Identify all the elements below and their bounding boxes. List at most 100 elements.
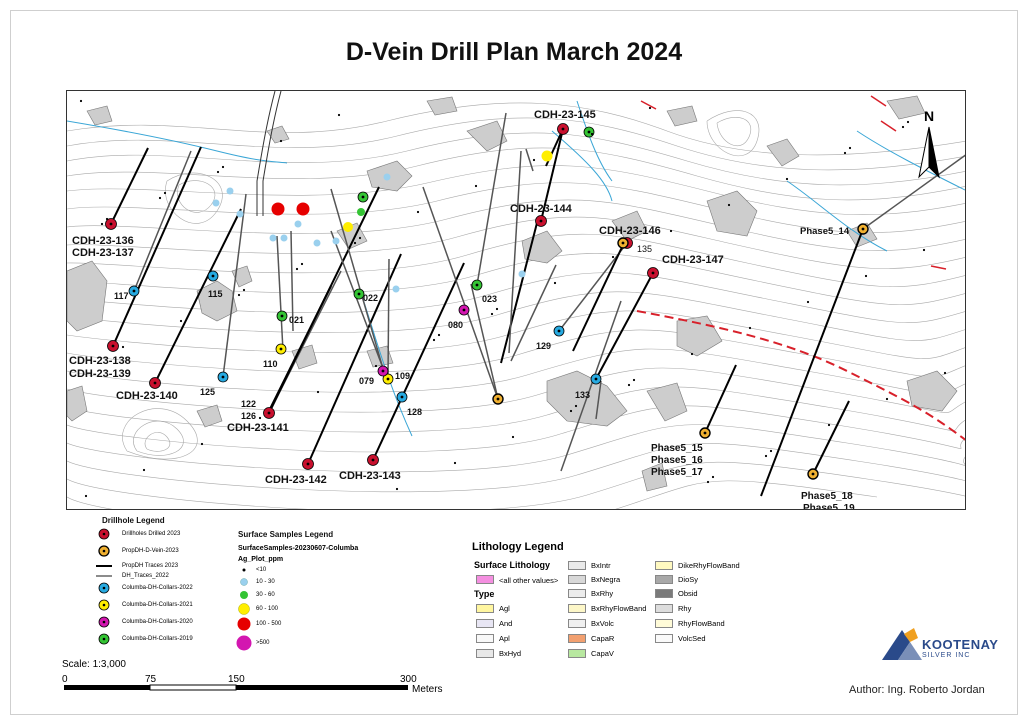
map-label: 117 <box>114 291 129 301</box>
map-label: CDH-23-141 <box>227 422 289 434</box>
lith-other: <all other values> <box>499 576 559 585</box>
lithology-legend-title: Lithology Legend <box>472 541 564 553</box>
map-label: CDH-23-143 <box>339 470 401 482</box>
samples-layer-name: SurfaceSamples-20230607-Columba <box>238 545 359 552</box>
legend-collars-2019: Columba-DH-Collars-2019 <box>122 636 193 642</box>
map-label: 133 <box>575 390 590 400</box>
legend-proposed-dvein: PropDH-D-Vein-2023 <box>122 548 179 554</box>
swatch-rhy <box>655 604 673 613</box>
map-labels: CDH-23-145CDH-23-144CDH-23-146135CDH-23-… <box>69 109 855 510</box>
map-label: 115 <box>208 289 223 299</box>
map-label: CDH-23-145 <box>534 109 596 121</box>
map-label: 126 <box>241 411 256 421</box>
contour-lines <box>67 102 965 509</box>
lith-volcsed: VolcSed <box>678 634 706 643</box>
swatch-bxrhy <box>568 589 586 598</box>
map-label: CDH-23-146 <box>599 225 661 237</box>
map-label: CDH-23-136 <box>72 235 134 247</box>
surface-lithology-label: Surface Lithology <box>474 560 551 570</box>
page-frame <box>10 10 1018 715</box>
swatch-bxnegra <box>568 575 586 584</box>
samples-legend: Surface Samples Legend <box>238 530 333 539</box>
swatch-bxvolc <box>568 619 586 628</box>
lith-bxintr: BxIntr <box>591 561 611 570</box>
map-label: Phase5_19 <box>803 503 855 510</box>
fault-line <box>636 310 965 441</box>
lith-diosy: DioSy <box>678 575 699 584</box>
map-label: CDH-23-140 <box>116 390 178 402</box>
map-label: 135 <box>637 244 652 254</box>
logo-sub: SILVER INC <box>922 652 971 659</box>
map-label: 122 <box>241 399 256 409</box>
streams <box>67 100 965 437</box>
map-label: Phase5_15 <box>651 443 703 454</box>
kootenay-logo-icon <box>882 628 922 660</box>
lith-capav: CapaV <box>591 649 614 658</box>
map-label: 129 <box>536 341 551 351</box>
swatch-capar <box>568 634 586 643</box>
lith-bxnegra: BxNegra <box>591 575 621 584</box>
map-label: CDH-23-144 <box>510 203 573 215</box>
road <box>256 91 282 216</box>
sample-class-2: 30 - 60 <box>256 592 275 598</box>
lith-bxvolc: BxVolc <box>591 619 614 628</box>
swatch-capav <box>568 649 586 658</box>
lith-bxhyd: BxHyd <box>499 649 522 658</box>
sample-class-4: 100 - 500 <box>256 621 282 627</box>
lith-agl: Agl <box>499 604 510 613</box>
lith-rhyflowband: RhyFlowBand <box>678 619 725 628</box>
map-title: D-Vein Drill Plan March 2024 <box>345 38 683 66</box>
map-label: 109 <box>395 371 410 381</box>
swatch-apl <box>476 634 494 643</box>
scale-tick-300: 300 <box>400 674 417 685</box>
drillhole-legend-symbols <box>96 528 112 645</box>
sample-class-3: 60 - 100 <box>256 606 279 612</box>
map-label: 022 <box>363 293 378 303</box>
map-label: 128 <box>407 407 422 417</box>
map-label: CDH-23-137 <box>72 247 134 259</box>
lith-obsid: Obsid <box>678 589 698 598</box>
map-label: Phase5_17 <box>651 467 703 478</box>
map-label: 125 <box>200 387 215 397</box>
map-label: Phase5_18 <box>801 491 853 502</box>
legend-collars-2020: Columba-DH-Collars-2020 <box>122 619 193 625</box>
map-canvas[interactable]: CDH-23-145CDH-23-144CDH-23-146135CDH-23-… <box>67 91 966 510</box>
swatch-diosy <box>655 575 673 584</box>
lith-apl: Apl <box>499 634 510 643</box>
drillhole-legend: Drillhole Legend <box>102 516 165 525</box>
sample-class-5: >500 <box>256 640 270 646</box>
samples-legend-symbols <box>236 568 252 651</box>
scale-bar <box>64 684 408 691</box>
map-label: CDH-23-142 <box>265 474 327 486</box>
samples-legend-title: Surface Samples Legend <box>238 530 334 539</box>
swatch-volcsed <box>655 634 673 643</box>
sample-class-1: 10 - 30 <box>256 579 275 585</box>
scale-unit: Meters <box>412 684 443 695</box>
map-label: CDH-23-138 <box>69 355 131 367</box>
lith-capar: CapaR <box>591 634 615 643</box>
lith-type-label: Type <box>474 589 495 599</box>
map-label: 021 <box>289 315 304 325</box>
map-label: CDH-23-147 <box>662 254 724 266</box>
drill-traces <box>110 112 965 497</box>
legend-prop-traces: PropDH Traces 2023 <box>122 563 179 569</box>
collar-symbols <box>79 95 947 498</box>
legend-collars-2021: Columba-DH-Collars-2021 <box>122 602 193 608</box>
map-label: Phase5_16 <box>651 455 703 466</box>
outcrop-polygons <box>67 95 958 492</box>
swatch-bxhyd <box>476 649 494 658</box>
author-credit: Author: Ing. Roberto Jordan <box>849 684 985 696</box>
map-label: 080 <box>448 320 463 330</box>
north-label: N <box>924 108 934 124</box>
scale-tick-75: 75 <box>145 674 157 685</box>
map-label: Phase5_14 <box>800 226 850 237</box>
legend-dh-traces-2022: DH_Traces_2022 <box>122 573 169 579</box>
scale-tick-150: 150 <box>228 674 245 685</box>
scale-label: Scale: 1:3,000 <box>62 659 126 670</box>
scale-tick-0: 0 <box>62 674 68 685</box>
swatch-and <box>476 619 494 628</box>
lith-and: And <box>499 619 513 628</box>
drillhole-legend-title: Drillhole Legend <box>102 516 165 525</box>
swatch-rhyflowband <box>655 619 673 628</box>
